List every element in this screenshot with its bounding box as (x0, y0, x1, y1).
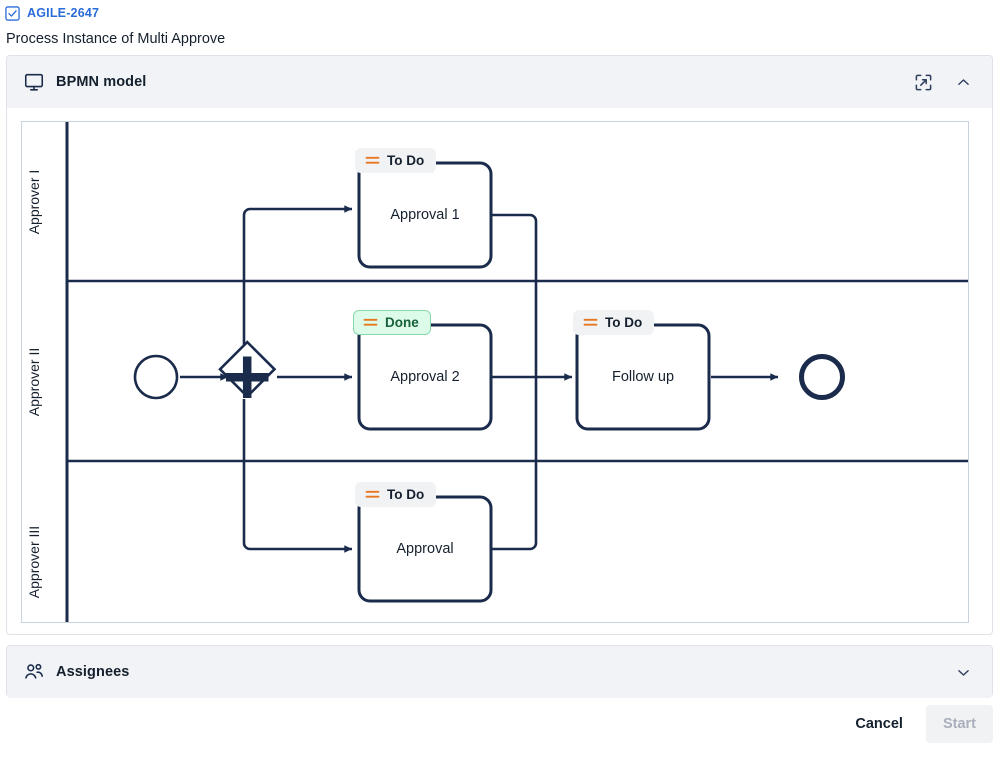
breadcrumb[interactable]: AGILE-2647 (5, 6, 99, 21)
issue-key-link[interactable]: AGILE-2647 (27, 6, 100, 20)
lane-label-approver-1: Approver I (26, 169, 42, 235)
status-badge-approval1[interactable]: To Do (355, 148, 437, 173)
bpmn-diagram-canvas[interactable]: Approver I Approver II Approver III Appr… (21, 121, 969, 623)
page-title: Process Instance of Multi Approve (6, 31, 226, 47)
todo-bars-icon (365, 490, 380, 498)
todo-bars-icon (365, 156, 380, 164)
status-badge-label: To Do (387, 487, 425, 502)
end-event-shape (799, 354, 845, 400)
lane-label-approver-3: Approver III (26, 525, 42, 599)
chevron-up-icon[interactable] (950, 69, 976, 95)
bpmn-card-title: BPMN model (56, 74, 147, 90)
monitor-icon (23, 71, 56, 93)
status-badge-approval[interactable]: To Do (355, 482, 437, 507)
bpmn-card-header[interactable]: BPMN model (7, 56, 992, 108)
status-badge-followup[interactable]: To Do (573, 310, 655, 335)
people-icon (23, 661, 56, 683)
flow-gateway-to-approval1 (242, 205, 353, 355)
dialog-footer: Cancel Start (0, 705, 993, 743)
bpmn-model-card: BPMN model (6, 55, 993, 635)
task-label-followup: Follow up (611, 369, 675, 385)
checkbox-checked-icon (5, 6, 20, 21)
status-badge-label: To Do (387, 153, 425, 168)
assignees-card: Assignees (6, 645, 993, 698)
done-bars-icon (363, 318, 378, 326)
task-label-approval: Approval (396, 541, 454, 557)
status-badge-label: Done (385, 315, 419, 330)
expand-fullscreen-icon[interactable] (910, 69, 936, 95)
task-label-approval2: Approval 2 (390, 369, 460, 385)
sequence-flows (180, 205, 779, 553)
cancel-button[interactable]: Cancel (838, 705, 920, 743)
status-badge-label: To Do (605, 315, 643, 330)
task-label-approval1: Approval 1 (390, 207, 460, 223)
start-event-shape (133, 354, 179, 400)
assignees-card-title: Assignees (56, 664, 130, 680)
flow-approval1-to-merge (491, 213, 538, 377)
pool-lanes (65, 122, 968, 622)
todo-bars-icon (583, 318, 598, 326)
start-button[interactable]: Start (925, 705, 993, 743)
parallel-gateway-shape (218, 340, 277, 399)
bpmn-diagram-svg (65, 122, 968, 622)
lane-label-approver-2: Approver II (26, 347, 42, 417)
flow-gateway-to-approval (242, 399, 353, 553)
flow-approval-to-merge (491, 377, 538, 551)
status-badge-approval2[interactable]: Done (353, 310, 431, 335)
chevron-down-icon[interactable] (950, 659, 976, 685)
assignees-card-header[interactable]: Assignees (7, 646, 992, 698)
